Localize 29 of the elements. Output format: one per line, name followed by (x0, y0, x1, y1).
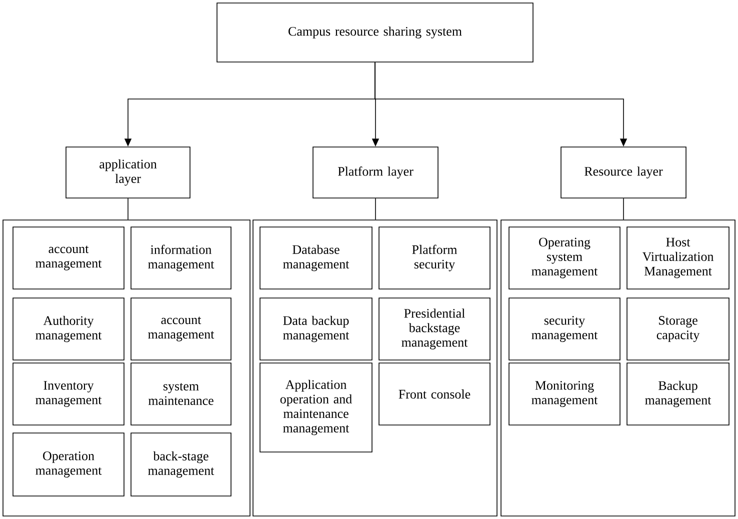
module-box: Authority management (12, 298, 124, 360)
module-box: Inventory management (12, 362, 124, 426)
module-box: account management (12, 226, 124, 290)
module-box: Operating system management (508, 226, 620, 290)
module-box: Presidential backstage management (378, 298, 490, 360)
module-box: Application operation and maintenance management (260, 362, 372, 452)
connector-line (623, 198, 624, 220)
layer-box: application layer (66, 146, 190, 198)
module-box: Data backup management (260, 298, 372, 360)
module-box: Front console (378, 362, 490, 426)
connector-line (375, 198, 376, 220)
group-box (252, 220, 498, 516)
module-box: Platform security (378, 226, 490, 290)
group-box (500, 220, 736, 516)
module-box: Operation management (12, 432, 124, 496)
module-box: account management (130, 298, 232, 360)
module-box: Storage capacity (626, 298, 730, 360)
layer-box: Resource layer (560, 146, 686, 198)
module-box: back-stage management (130, 432, 232, 496)
root-box: Campus resource sharing system (216, 2, 534, 62)
module-box: Monitoring management (508, 362, 620, 426)
module-box: information management (130, 226, 232, 290)
module-box: Host Virtualization Management (626, 226, 730, 290)
group-box (2, 220, 250, 516)
module-box: Database management (260, 226, 372, 290)
module-box: Backup management (626, 362, 730, 426)
layer-box: Platform layer (312, 146, 438, 198)
module-box: security management (508, 298, 620, 360)
module-box: system maintenance (130, 362, 232, 426)
